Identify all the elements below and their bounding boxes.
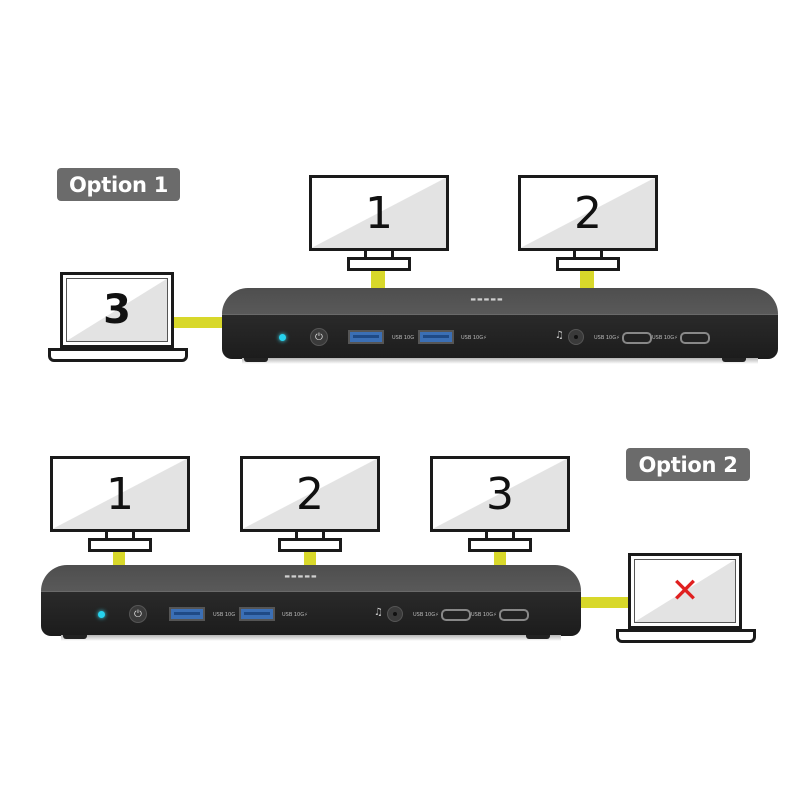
dock-foot-left [63,635,87,639]
docking-station-1: ▬▬▬▬▬ ⏻ USB 10G USB 10G⚡ ♫ USB 10G⚡ USB … [222,288,778,368]
option-2-badge: Option 2 [626,448,750,481]
docking-station-2: ▬▬▬▬▬ ⏻ USB 10G USB 10G⚡ ♫ USB 10G⚡ USB … [41,565,581,645]
laptop-number: 3 [103,287,131,333]
status-led-icon [279,334,286,341]
usb-a-port-2-label: USB 10G⚡ [282,612,308,618]
usb-a-port-2-icon [418,330,454,344]
usb-a-port-2-icon [239,607,275,621]
cable-monitor-2 [580,267,594,289]
cable-laptop [174,317,226,328]
usb-c-port-1-icon [441,609,471,621]
monitor-number: 2 [296,468,324,520]
monitor-number: 3 [486,468,514,520]
cable-monitor-1 [371,267,385,289]
dock-top: ▬▬▬▬▬ [41,565,581,593]
headphone-icon: ♫ [374,607,383,618]
monitor-stand [468,538,532,552]
cable-monitor-3 [494,547,506,567]
dock-foot-right [526,635,550,639]
monitor-stand [88,538,152,552]
usb-c-port-1-label: USB 10G⚡ [594,335,620,341]
monitor-screen: 2 [518,175,658,251]
usb-c-port-2-label: USB 10G⚡ [652,335,678,341]
laptop-lid: 3 [60,272,174,348]
dock-front-panel: ⏻ USB 10G USB 10G⚡ ♫ USB 10G⚡ USB 10G⚡ [222,314,778,359]
monitor-screen: 2 [240,456,380,532]
monitor-stand [278,538,342,552]
laptop-unsupported: ✕ [616,553,756,643]
monitor-1: 1 [309,175,449,271]
monitor-number: 1 [365,187,393,239]
monitor-1: 1 [50,456,190,552]
power-button-icon[interactable]: ⏻ [129,605,147,623]
audio-jack-icon [387,606,403,622]
dock-top: ▬▬▬▬▬ [222,288,778,316]
usb-c-port-1-icon [622,332,652,344]
laptop-screen: ✕ [634,559,736,623]
dock-shadow [242,358,758,364]
monitor-stand [347,257,411,271]
cable-monitor-2 [304,547,316,567]
laptop-screen: 3 [66,278,168,342]
usb-c-port-2-icon [499,609,529,621]
usb-c-port-2-icon [680,332,710,344]
dock-logo: ▬▬▬▬▬ [470,296,504,303]
power-button-icon[interactable]: ⏻ [310,328,328,346]
monitor-2: 2 [240,456,380,552]
monitor-stand [556,257,620,271]
cable-monitor-1 [113,547,125,567]
monitor-number: 2 [574,187,602,239]
laptop-3: 3 [48,272,188,362]
usb-a-port-1-icon [348,330,384,344]
usb-a-port-1-label: USB 10G [392,335,415,341]
monitor-screen: 1 [309,175,449,251]
usb-c-port-1-label: USB 10G⚡ [413,612,439,618]
laptop-lid: ✕ [628,553,742,629]
monitor-screen: 1 [50,456,190,532]
laptop-base [616,629,756,643]
headphone-icon: ♫ [555,330,564,341]
dock-foot-left [244,358,268,362]
monitor-2: 2 [518,175,658,271]
audio-jack-icon [568,329,584,345]
laptop-base [48,348,188,362]
dock-front-panel: ⏻ USB 10G USB 10G⚡ ♫ USB 10G⚡ USB 10G⚡ [41,591,581,636]
monitor-3: 3 [430,456,570,552]
status-led-icon [98,611,105,618]
monitor-number: 1 [106,468,134,520]
dock-foot-right [722,358,746,362]
usb-a-port-1-label: USB 10G [213,612,236,618]
usb-a-port-1-icon [169,607,205,621]
option-1-badge: Option 1 [57,168,180,201]
error-x-icon: ✕ [670,571,700,611]
monitor-screen: 3 [430,456,570,532]
usb-c-port-2-label: USB 10G⚡ [471,612,497,618]
usb-a-port-2-label: USB 10G⚡ [461,335,487,341]
dock-logo: ▬▬▬▬▬ [284,573,318,580]
dock-shadow [61,635,561,641]
cable-laptop-unsupported [578,597,630,608]
